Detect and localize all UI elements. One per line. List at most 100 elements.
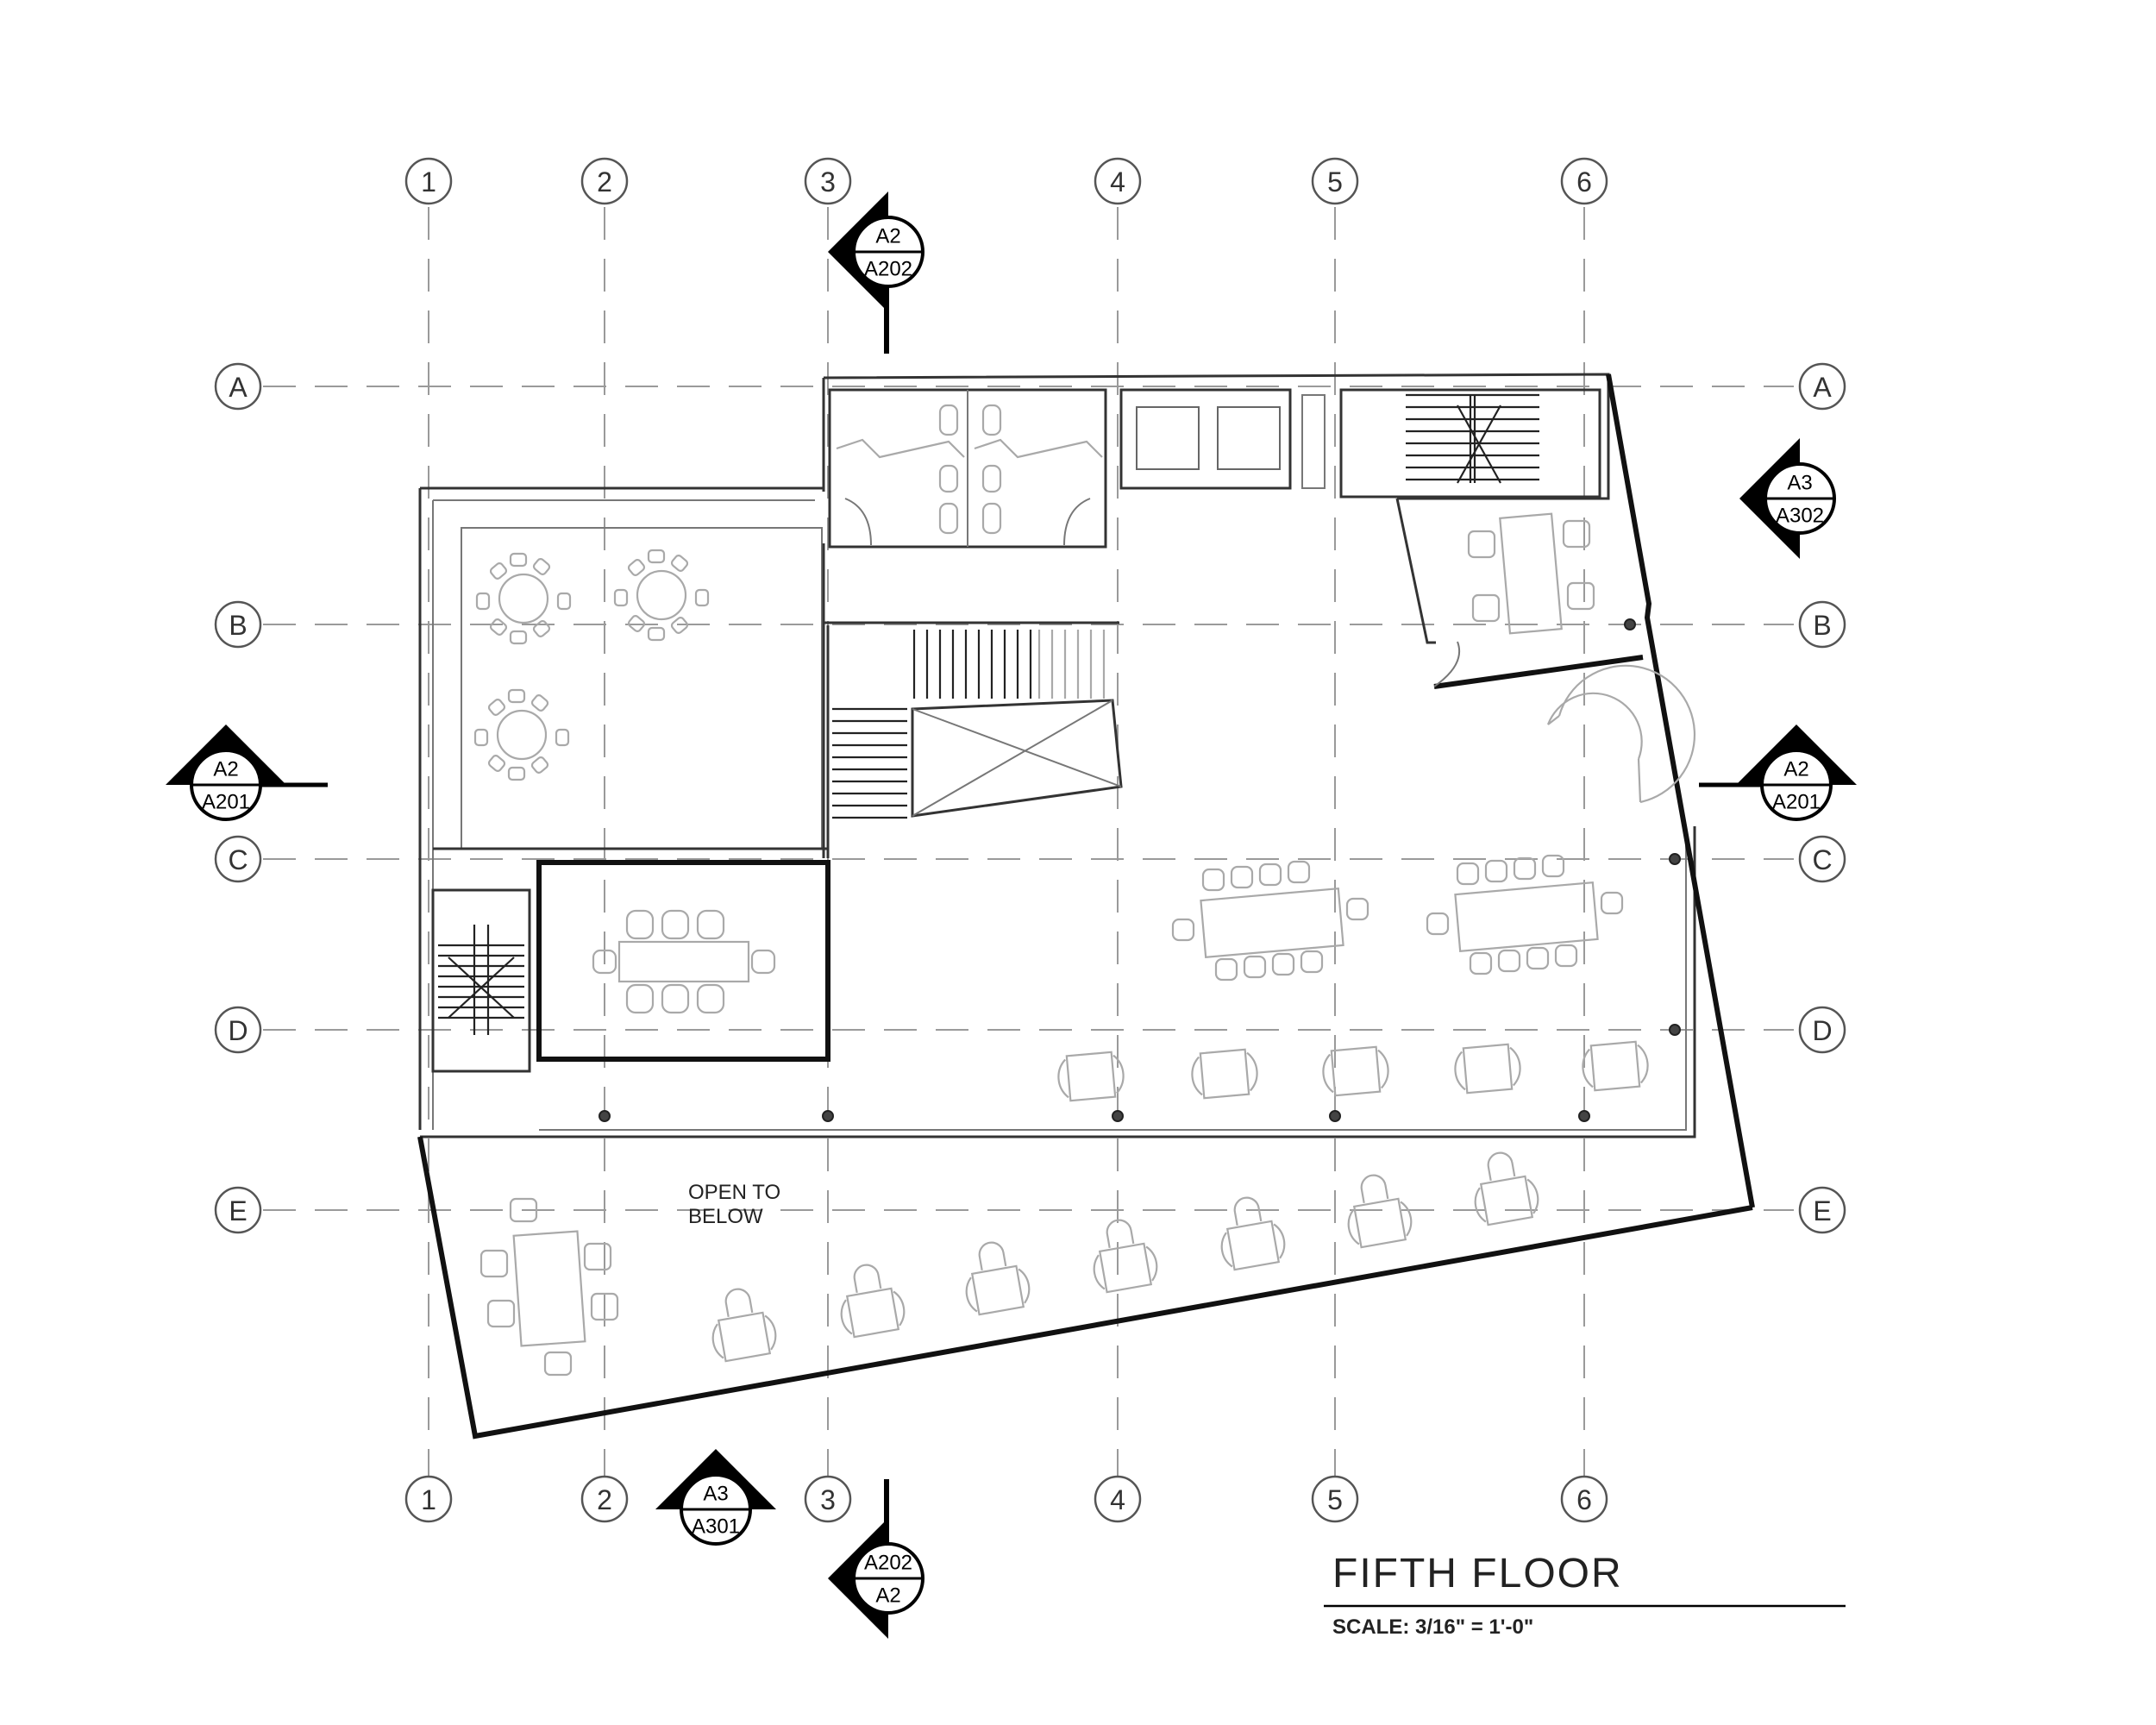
furniture [473, 512, 1649, 1377]
open-to-below-note: OPEN TO BELOW [688, 1181, 780, 1228]
shaft [1301, 394, 1326, 489]
east-curtain-wall [1606, 373, 1755, 1208]
drawing-title: FIFTH FLOOR [1332, 1551, 1623, 1596]
section_markers-bottom_2-top-label: A3 [703, 1483, 728, 1506]
col-bubble-bottom-2: 2 [580, 1475, 629, 1523]
grid-bubbles: 1 2 3 4 5 6 1 2 3 4 5 6 A B C D E A B C … [214, 157, 1846, 1523]
row-bubble-right-b: B [1798, 600, 1846, 649]
col-bubble-top-6: 6 [1560, 157, 1608, 205]
row-bubble-right-d: D [1798, 1006, 1846, 1054]
columns-5-label: 6 [1576, 1484, 1592, 1515]
rows-0-label: A [229, 372, 248, 403]
rows-4-label: E [1813, 1195, 1831, 1226]
section_markers-top_3-top-label: A2 [875, 225, 900, 248]
structural-columns [599, 618, 1681, 1122]
col-bubble-top-2: 2 [580, 157, 629, 205]
row-bubble-right-a: A [1798, 362, 1846, 411]
col-bubble-bottom-3: 3 [804, 1475, 852, 1523]
elevator-car-2 [1217, 406, 1281, 470]
central-stair-flight-1 [912, 630, 1032, 699]
west-stair-room [431, 888, 531, 1073]
two-top-row-d [1057, 1040, 1649, 1102]
annotations-open_to_below_line2-label: BELOW [688, 1205, 763, 1228]
building-walls [417, 373, 1755, 1440]
title-block: FIFTH FLOOR SCALE: 3/16" = 1'-0" [1324, 1551, 1846, 1639]
section-marker-left: A2 A201 [166, 724, 328, 821]
west-stair-treads [438, 925, 524, 1035]
col-bubble-top-5: 5 [1311, 157, 1359, 205]
terrace-railing [417, 1136, 1753, 1440]
ne-stair-treads [1406, 393, 1539, 484]
row-bubble-left-c: C [214, 835, 262, 883]
ne-office-west-wall [1395, 498, 1436, 644]
elevator-car-1 [1136, 406, 1200, 470]
section_markers-right_c-bottom-label: A201 [1772, 791, 1821, 814]
rows-2-label: C [1812, 844, 1832, 875]
row-bubble-right-e: E [1798, 1186, 1846, 1234]
columns-1-label: 2 [597, 1484, 612, 1515]
columns-0-label: 1 [421, 166, 436, 198]
col-bubble-bottom-1: 1 [404, 1475, 453, 1523]
section-marker-top: A2 A202 [828, 191, 924, 354]
ne-office-south-wall [1433, 655, 1644, 689]
col-bubble-bottom-4: 4 [1094, 1475, 1142, 1523]
round-table-2 [613, 549, 710, 642]
rows-3-label: D [1812, 1015, 1832, 1046]
col-bubble-top-4: 4 [1094, 157, 1142, 205]
section-marker-bottom-2: A3 A301 [655, 1449, 776, 1546]
atrium-void-x1 [912, 708, 1122, 787]
rows-0-label: A [1813, 372, 1832, 403]
row-bubble-left-e: E [214, 1186, 262, 1234]
col-bubble-top-1: 1 [404, 157, 453, 205]
columns-3-label: 4 [1110, 1484, 1125, 1515]
round-table-3 [473, 688, 570, 781]
col-bubble-bottom-6: 6 [1560, 1475, 1608, 1523]
ne-office-door-swing [1433, 641, 1461, 687]
section-marker-right-c: A2 A201 [1699, 724, 1857, 821]
rows-3-label: D [228, 1015, 248, 1046]
col-bubble-bottom-5: 5 [1311, 1475, 1359, 1523]
columns-4-label: 5 [1327, 1484, 1343, 1515]
columns-4-label: 5 [1327, 166, 1343, 198]
long-table-1 [1171, 860, 1369, 982]
row-bubble-left-a: A [214, 362, 262, 411]
columns-1-label: 2 [597, 166, 612, 198]
core-outer-wall [823, 373, 1610, 500]
restroom-fixtures [836, 404, 1103, 546]
ne-office-table [1467, 512, 1595, 635]
rows-1-label: B [1813, 610, 1831, 641]
conference-room [536, 860, 830, 1062]
central-stair-flight-2 [832, 707, 907, 819]
terrace-edge-inner [539, 833, 1687, 1131]
stairs [438, 393, 1696, 1035]
section_markers-bottom_2-bottom-label: A301 [692, 1515, 740, 1539]
section_markers-bottom_3-bottom-label: A2 [875, 1584, 900, 1608]
drawing-scale: SCALE: 3/16" = 1'-0" [1332, 1615, 1533, 1639]
section_markers-left-bottom-label: A201 [202, 791, 250, 814]
central-stair-flight-3 [1037, 630, 1106, 699]
section-marker-right-a: A3 A302 [1739, 438, 1836, 559]
section_markers-left-top-label: A2 [213, 758, 238, 781]
rows-1-label: B [229, 610, 247, 641]
columns-2-label: 3 [820, 166, 836, 198]
columns-3-label: 4 [1110, 166, 1125, 198]
terrace-two-tops [711, 1151, 1539, 1363]
columns-2-label: 3 [820, 1484, 836, 1515]
row-bubble-right-c: C [1798, 835, 1846, 883]
section-marker-bottom: A202 A2 [828, 1479, 924, 1639]
rows-4-label: E [229, 1195, 247, 1226]
col-bubble-top-3: 3 [804, 157, 852, 205]
section_markers-right_c-top-label: A2 [1783, 758, 1808, 781]
left-wing-inner-wall [432, 499, 815, 1130]
rows-2-label: C [228, 844, 248, 875]
annotations-open_to_below_line1-label: OPEN TO [688, 1181, 780, 1204]
elevator-block [1119, 388, 1292, 490]
terrace-large-table [479, 1197, 619, 1377]
ne-stair-room [1339, 388, 1601, 499]
atrium-void-x2 [912, 699, 1113, 817]
row-bubble-left-d: D [214, 1006, 262, 1054]
columns-0-label: 1 [421, 1484, 436, 1515]
round-table-1 [475, 552, 572, 645]
section_markers-right_a-bottom-label: A302 [1776, 505, 1824, 528]
